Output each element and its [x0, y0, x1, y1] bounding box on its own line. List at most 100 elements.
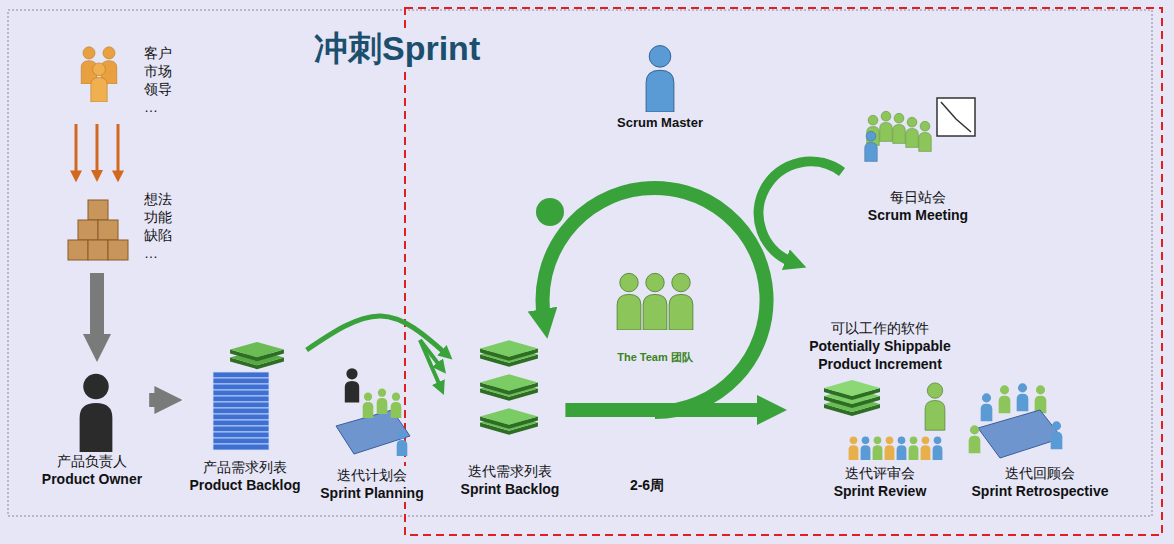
increment-sheet: [824, 380, 880, 400]
audience-person: [885, 437, 895, 460]
presenter-icon: [925, 383, 945, 430]
scrum-master-icon: [646, 46, 674, 112]
sprint-sheet: [480, 408, 538, 429]
retro-person: [999, 385, 1011, 413]
sprint-retrospective: 迭代回顾会Sprint Retrospective: [968, 372, 1113, 504]
stakeholder-icon: [91, 63, 107, 102]
input-arrow: [117, 124, 120, 174]
backlog-item: [213, 444, 269, 450]
node-text: 产品负责人: [57, 452, 127, 470]
team-icon: [643, 273, 667, 330]
node-text: Sprint Planning: [320, 484, 423, 502]
outer-frame: [8, 10, 1152, 516]
backlog-item: [213, 396, 269, 402]
icon-space: [74, 44, 136, 104]
backlog-item: [213, 432, 269, 438]
planning-person: [363, 393, 374, 418]
standup-person: [893, 113, 906, 143]
sprint-review: 迭代评审会Sprint Review: [830, 432, 931, 504]
backlog-item: [213, 420, 269, 426]
node-text: 迭代回顾会: [1005, 464, 1075, 482]
audience-person: [861, 437, 871, 460]
audience-person: [909, 437, 919, 460]
product-increment: 可以工作的软件Potentially Shippable Product Inc…: [790, 315, 970, 432]
backlog-sheet: [230, 342, 284, 361]
scrum-master: Scrum Master: [613, 38, 707, 136]
node-text: 迭代评审会: [845, 464, 915, 482]
backlog-item: [213, 438, 269, 444]
daily-loop-arrow: [759, 161, 842, 262]
box-icon: [98, 220, 118, 240]
backlog-item: [213, 384, 269, 390]
audience-person: [933, 437, 943, 460]
standup-person: [880, 111, 893, 141]
backlog-item: [213, 378, 269, 384]
box-icon: [68, 240, 88, 260]
backlog-item: [213, 426, 269, 432]
node-text: The Team 团队: [617, 348, 693, 366]
box-icon: [88, 200, 108, 220]
daily-scrum: 每日站会Scrum Meeting: [864, 96, 972, 228]
audience-person: [873, 437, 883, 460]
retro-table: [978, 410, 1062, 458]
planning-person: [397, 431, 408, 456]
input-arrow: [75, 124, 78, 174]
backlog-item: [213, 372, 269, 378]
flow-arrow: [96, 124, 99, 174]
burndown-chart: [937, 98, 975, 136]
node-text: 迭代需求列表: [468, 462, 552, 480]
node-text: 每日站会: [890, 188, 946, 206]
sprint-sheet: [480, 340, 538, 361]
planning-person: [345, 368, 359, 402]
duration-label: 2-6周: [630, 476, 664, 494]
icon-space: [64, 190, 136, 265]
flow-arrow: [565, 403, 766, 417]
team: The Team 团队: [613, 268, 697, 370]
product-backlog: 产品需求列表Product Backlog: [185, 334, 304, 498]
backlog-item: [213, 414, 269, 420]
team-icon: [669, 273, 693, 330]
backlog-item: [213, 408, 269, 414]
product-owner: 产品负责人Product Owner: [38, 366, 146, 492]
node-text: 客户 市场 领导 …: [144, 44, 178, 116]
box-icon: [88, 240, 108, 260]
node-text: Sprint Retrospective: [972, 482, 1109, 500]
standup-person: [865, 131, 878, 161]
standup-person: [919, 121, 932, 151]
sprint-loop-arrow: [543, 188, 767, 412]
sprint-backlog: 迭代需求列表Sprint Backlog: [457, 328, 564, 502]
retro-person: [981, 393, 993, 421]
standup-person: [906, 117, 919, 147]
sprint-planning: 迭代计划会Sprint Planning: [316, 362, 427, 506]
product-owner-icon: [80, 374, 113, 452]
loop-dot: [536, 198, 564, 226]
flow-arrow: [90, 273, 104, 342]
audience-person: [921, 437, 931, 460]
node-text: 想法 功能 缺陷 …: [144, 190, 178, 262]
flow-arrow: [307, 316, 445, 353]
node-text: Scrum Master: [617, 114, 703, 132]
node-text: 产品需求列表: [203, 458, 287, 476]
team-icon: [617, 273, 641, 330]
backlog-item: [213, 402, 269, 408]
planning-person: [391, 393, 402, 418]
diagram-title: 冲刺Sprint: [312, 28, 482, 68]
retro-person: [969, 425, 981, 453]
sprint-sheet: [480, 374, 538, 395]
sprint-region: [405, 8, 1162, 535]
retro-person: [1017, 383, 1029, 411]
node-text: 迭代计划会: [337, 466, 407, 484]
retro-person: [1035, 385, 1047, 413]
node-text: Scrum Meeting: [868, 206, 968, 224]
audience-person: [849, 437, 859, 460]
node-text: Product Owner: [42, 470, 142, 488]
backlog-stack: [213, 342, 284, 450]
input-items: 想法 功能 缺陷 …: [60, 186, 182, 269]
burndown-line: [941, 102, 971, 132]
flow-arrow: [149, 393, 163, 407]
retro-person: [1051, 421, 1063, 449]
box-icon: [78, 220, 98, 240]
backlog-item: [213, 390, 269, 396]
